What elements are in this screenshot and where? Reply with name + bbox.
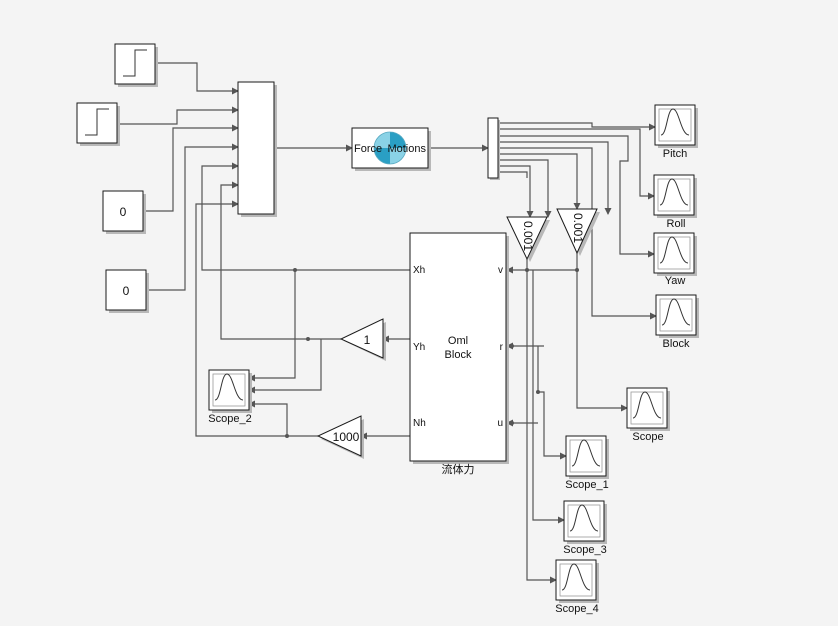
step-block-1[interactable] bbox=[114, 43, 158, 87]
scope-yaw-label: Yaw bbox=[665, 275, 686, 287]
oml-block[interactable]: Oml Block Xh Yh Nh v r u 流体力 bbox=[409, 232, 509, 476]
wire-v-to-scope3[interactable] bbox=[532, 270, 565, 524]
scope-roll[interactable]: Roll bbox=[653, 174, 697, 230]
constant-1-value: 0 bbox=[120, 205, 127, 219]
constant-block-1[interactable]: 0 bbox=[102, 190, 146, 234]
wire-demux-to-roll[interactable] bbox=[498, 128, 655, 200]
port-xh: Xh bbox=[413, 265, 425, 276]
port-u: u bbox=[497, 418, 503, 429]
wire-nh-to-mux[interactable] bbox=[195, 200, 318, 437]
gain-block-a[interactable]: 0.001 bbox=[506, 216, 550, 262]
scope-3-label: Scope_3 bbox=[563, 544, 606, 556]
port-nh: Nh bbox=[413, 418, 426, 429]
wire-xh-to-scope2[interactable] bbox=[248, 270, 296, 382]
gain-block-1[interactable]: 1 bbox=[339, 318, 386, 361]
scope-2-label: Scope_2 bbox=[208, 413, 251, 425]
wire-demux-to-gain-a2[interactable] bbox=[498, 165, 534, 218]
scope-1-label: Scope_1 bbox=[565, 479, 608, 491]
wire-const1-to-mux[interactable] bbox=[142, 124, 239, 212]
scope-2[interactable]: Scope_2 bbox=[208, 369, 252, 425]
scope-yaw[interactable]: Yaw bbox=[653, 232, 697, 287]
wire-demux-to-yaw[interactable] bbox=[498, 135, 655, 258]
gain-1-value: 1 bbox=[364, 333, 371, 347]
signal-lines bbox=[117, 62, 657, 584]
scope-3[interactable]: Scope_3 bbox=[563, 500, 607, 556]
oml-caption: 流体力 bbox=[442, 462, 475, 476]
wire-step2-to-mux[interactable] bbox=[117, 106, 239, 125]
wire-r-to-scope1[interactable] bbox=[537, 346, 567, 460]
scope-main-label: Scope bbox=[632, 431, 663, 443]
constant-2-value: 0 bbox=[123, 284, 130, 298]
gain-block-1000[interactable]: 1000 bbox=[316, 415, 364, 459]
demux-block[interactable] bbox=[487, 117, 500, 180]
wire-yh-to-mux[interactable] bbox=[220, 181, 341, 340]
wire-gain-b-to-v[interactable] bbox=[527, 253, 578, 271]
gain-b-value: 0.001 bbox=[571, 213, 585, 243]
sphere-icon bbox=[373, 131, 407, 165]
wire-v-to-scope4[interactable] bbox=[526, 270, 557, 584]
scope-roll-label: Roll bbox=[667, 218, 686, 230]
force-port-label: Force bbox=[354, 143, 382, 155]
scope-main[interactable]: Scope bbox=[626, 387, 670, 443]
wire-demux-to-gain-b[interactable] bbox=[498, 153, 581, 210]
scope-4[interactable]: Scope_4 bbox=[555, 559, 599, 615]
scope-block[interactable]: Block bbox=[655, 294, 699, 350]
wire-demux-to-pitch[interactable] bbox=[498, 122, 656, 131]
scope-1[interactable]: Scope_1 bbox=[565, 435, 609, 491]
oml-title-line2: Block bbox=[445, 349, 472, 361]
wire-demux-to-gain-b-top[interactable] bbox=[498, 141, 612, 215]
wire-nh-to-scope2[interactable] bbox=[248, 400, 288, 436]
wire-gain-a-to-v[interactable] bbox=[506, 259, 528, 274]
wire-const2-to-mux[interactable] bbox=[145, 143, 239, 291]
gain-block-b[interactable]: 0.001 bbox=[556, 208, 600, 256]
constant-block-2[interactable]: 0 bbox=[105, 269, 149, 313]
scope-4-label: Scope_4 bbox=[555, 603, 598, 615]
port-v: v bbox=[498, 265, 503, 276]
wire-step1-to-mux[interactable] bbox=[156, 62, 239, 95]
port-r: r bbox=[500, 342, 504, 353]
scope-block-label: Block bbox=[663, 338, 690, 350]
scope-pitch[interactable]: Pitch bbox=[654, 104, 698, 160]
scope-pitch-label: Pitch bbox=[663, 148, 687, 160]
step-icon bbox=[123, 49, 147, 77]
mux-block[interactable] bbox=[237, 81, 277, 217]
wire-demux-to-gain-a[interactable] bbox=[498, 159, 552, 218]
step-icon bbox=[85, 108, 109, 136]
gain-a-value: 0.001 bbox=[521, 221, 535, 251]
step-block-2[interactable] bbox=[76, 102, 120, 146]
force-motions-block[interactable]: Force Motions bbox=[351, 127, 431, 171]
oml-title-line1: Oml bbox=[448, 335, 468, 347]
wire-yh-to-scope2[interactable] bbox=[248, 339, 322, 394]
wire-v-to-scope[interactable] bbox=[576, 270, 628, 412]
wire-demux-stub[interactable] bbox=[498, 171, 528, 178]
wire-demux-to-block[interactable] bbox=[498, 147, 657, 320]
port-yh: Yh bbox=[413, 342, 425, 353]
gain-1000-value: 1000 bbox=[333, 430, 360, 444]
wire-xh-to-mux[interactable] bbox=[201, 162, 410, 271]
motions-port-label: Motions bbox=[387, 143, 426, 155]
